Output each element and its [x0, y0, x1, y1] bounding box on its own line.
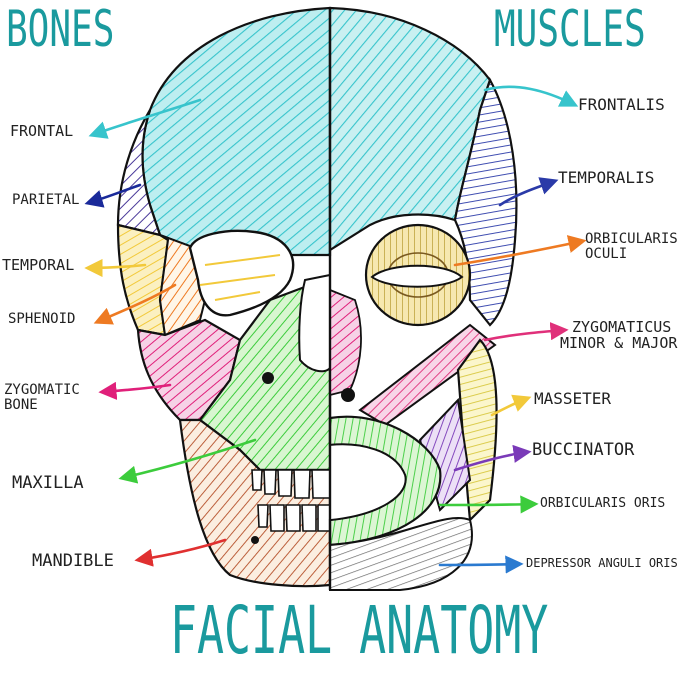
left-teeth: [251, 469, 331, 532]
label-orbicularis-oris: ORBICULARIS ORIS: [540, 496, 666, 511]
label-maxilla: MAXILLA: [12, 473, 84, 493]
masseter-muscle-region: [456, 338, 498, 523]
infraorbital-foramen: [262, 372, 274, 384]
right-nasal-area: [329, 288, 362, 397]
label-sphenoid: SPHENOID: [8, 311, 76, 327]
right-eye: [370, 264, 464, 288]
label-parietal: PARIETAL: [12, 192, 80, 208]
label-temporal: TEMPORAL: [2, 256, 75, 274]
muscles-header: MUSCLES: [494, 0, 646, 58]
frontal-bone-region: [141, 6, 332, 257]
bones-header: BONES: [6, 0, 115, 58]
left-eye-socket: [188, 229, 295, 317]
bone-arrows: [84, 98, 257, 567]
diagram-title: FACIAL ANATOMY: [170, 592, 549, 669]
label-mandible: MANDIBLE: [32, 551, 114, 571]
label-masseter: MASSETER: [534, 389, 612, 408]
nasal-cavity: [298, 273, 331, 373]
label-temporalis: TEMPORALIS: [558, 168, 655, 187]
label-depressor-anguli-oris: DEPRESSOR ANGULI ORIS: [526, 556, 678, 570]
label-buccinator: BUCCINATOR: [532, 440, 635, 460]
lips-gap: [329, 443, 407, 521]
muscle-arrows: [438, 85, 587, 574]
label-frontal: FRONTAL: [10, 122, 74, 140]
mental-foramen: [251, 536, 259, 544]
depressor-anguli-oris-region: [329, 516, 473, 591]
temporal-bone-region: [116, 223, 170, 337]
label-frontalis: FRONTALIS: [578, 95, 665, 114]
